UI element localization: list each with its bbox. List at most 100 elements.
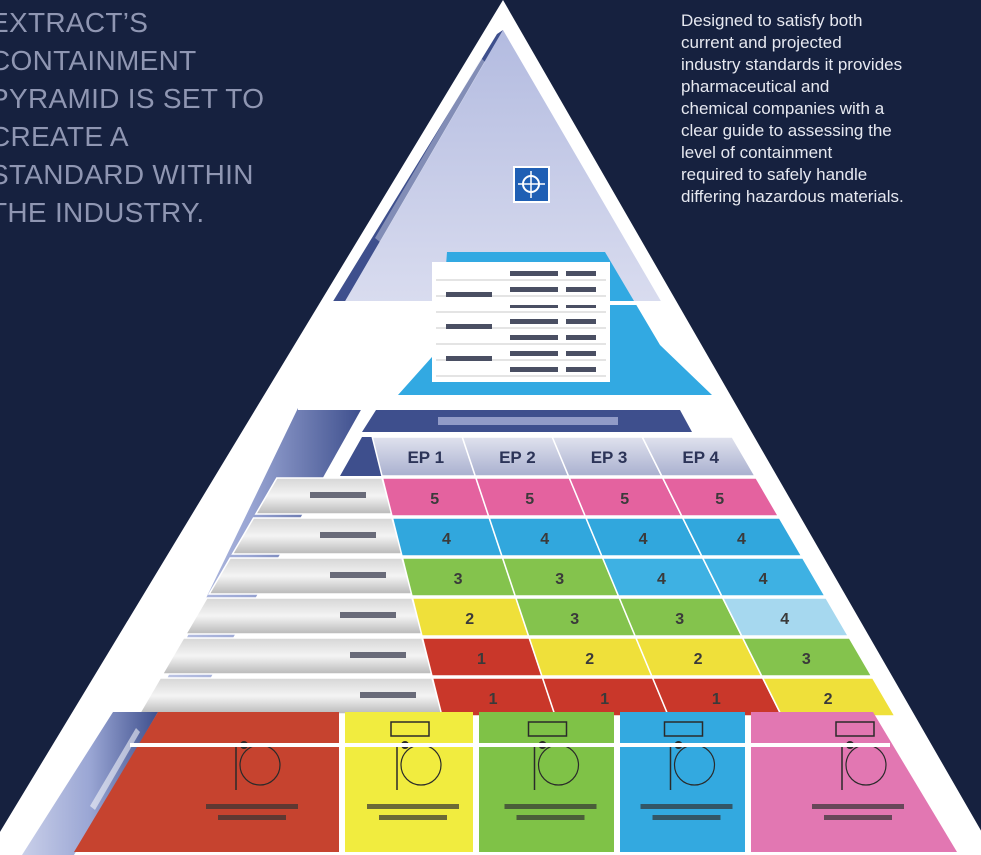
matrix-cell-value: 3 xyxy=(555,571,564,588)
matrix-cell-value: 3 xyxy=(570,611,579,628)
category-rows xyxy=(137,477,443,715)
strategy-caption xyxy=(504,804,597,809)
description-line: Designed to satisfy both xyxy=(681,11,863,30)
strategy-caption xyxy=(379,815,447,820)
hazard-table-text xyxy=(510,351,558,356)
hazard-table-text xyxy=(510,271,558,276)
policy-logo-icon xyxy=(513,166,550,203)
matrix-cell xyxy=(661,477,780,517)
matrix-cell-value: 2 xyxy=(465,611,474,628)
category-row-text xyxy=(360,692,416,698)
containment-strategies xyxy=(74,712,957,852)
matrix-cell-value: 4 xyxy=(639,531,648,548)
matrix-cell-value: 5 xyxy=(430,491,439,508)
matrix-cell-value: 4 xyxy=(540,531,549,548)
hazard-table-text xyxy=(566,303,596,308)
matrix-cell-value: 5 xyxy=(715,491,724,508)
category-row-text xyxy=(320,532,376,538)
category-row xyxy=(231,517,403,555)
hazard-table-text xyxy=(446,356,492,361)
strategy-caption xyxy=(812,804,904,809)
description-line: required to safely handle xyxy=(681,165,868,184)
headline-line: THE INDUSTRY. xyxy=(0,197,205,228)
hazard-table-text xyxy=(510,335,558,340)
category-row-text xyxy=(330,572,386,578)
matrix-cell-value: 4 xyxy=(737,531,746,548)
matrix-cell-value: 3 xyxy=(675,611,684,628)
category-band-text xyxy=(195,441,280,585)
matrix-cell-value: 1 xyxy=(489,691,498,708)
matrix-cell-value: 2 xyxy=(824,691,833,708)
headline-line: PYRAMID IS SET TO xyxy=(0,83,265,114)
description-line: level of containment xyxy=(681,143,833,162)
description-line: clear guide to assessing the xyxy=(681,121,892,140)
description-line: pharmaceutical and xyxy=(681,77,830,96)
hazard-table-text xyxy=(566,351,596,356)
strategy-panel xyxy=(345,712,473,852)
strategy-band-text xyxy=(90,728,140,810)
matrix-cell-value: 1 xyxy=(712,691,721,708)
matrix-cell xyxy=(761,677,897,717)
strategy-band xyxy=(22,712,158,855)
strategy-caption xyxy=(516,815,585,820)
headline-line: EXTRACT’S xyxy=(0,7,149,38)
matrix-cell-value: 4 xyxy=(780,611,789,628)
matrix-cell-value: 1 xyxy=(477,651,486,668)
strategy-caption xyxy=(367,804,459,809)
matrix-cell-value: 4 xyxy=(442,531,451,548)
hazard-table-text xyxy=(510,367,558,372)
hazard-table-text xyxy=(566,319,596,324)
strategy-panel xyxy=(479,712,614,852)
hazard-table-text xyxy=(510,287,558,292)
ep-header-cell xyxy=(641,436,757,477)
ep-headers: EP 1 EP 2 EP 3 EP 4 xyxy=(371,436,757,477)
hazard-table-text xyxy=(446,324,492,329)
description: Designed to satisfy both current and pro… xyxy=(681,10,981,208)
ep-header-label: EP 2 xyxy=(499,448,536,467)
matrix-cell-value: 2 xyxy=(694,651,703,668)
matrix-cell-value: 3 xyxy=(802,651,811,668)
matrix-banner-text xyxy=(438,417,618,425)
matrix-cell-value: 5 xyxy=(525,491,534,508)
band-label-cell xyxy=(340,437,382,476)
description-line: industry standards it provides xyxy=(681,55,903,74)
matrix-cell xyxy=(721,597,850,637)
matrix-cell xyxy=(681,517,803,557)
containment-matrix: 5 5 5 5 4 4 4 4 3 3 4 4 2 3 3 4 1 2 2 3 1 1 1 2 xyxy=(381,477,897,717)
description-line: differing hazardous materials. xyxy=(681,187,904,206)
strategy-caption xyxy=(206,804,298,809)
hazard-table-grid xyxy=(436,271,606,377)
hazard-table-text xyxy=(510,303,558,308)
matrix-cell-value: 4 xyxy=(657,571,666,588)
description-line: chemical companies with a xyxy=(681,99,885,118)
ep-header-label: EP 4 xyxy=(682,448,719,467)
strategy-panel xyxy=(620,712,745,852)
matrix-cell xyxy=(741,637,873,677)
hazard-table-text xyxy=(566,335,596,340)
description-line: current and projected xyxy=(681,33,842,52)
policy-section xyxy=(344,30,662,303)
category-row-text xyxy=(340,612,396,618)
strategy-caption xyxy=(824,815,892,820)
headline-line: CONTAINMENT xyxy=(0,45,197,76)
headline: EXTRACT’S CONTAINMENT PYRAMID IS SET TO … xyxy=(0,4,290,232)
matrix-cell-value: 4 xyxy=(759,571,768,588)
hazard-table-text xyxy=(566,367,596,372)
policy-band-text xyxy=(375,58,485,242)
matrix-cell-value: 3 xyxy=(454,571,463,588)
hazard-table-text xyxy=(566,271,596,276)
ep-header-label: EP 3 xyxy=(591,448,628,467)
ep-header-label: EP 1 xyxy=(407,448,444,467)
matrix-cell-value: 5 xyxy=(620,491,629,508)
policy-band xyxy=(332,30,503,303)
matrix-cell xyxy=(701,557,827,597)
matrix-cell-value: 2 xyxy=(585,651,594,668)
hazard-table-text xyxy=(566,287,596,292)
strategy-caption xyxy=(640,804,733,809)
hazard-table-text xyxy=(510,319,558,324)
hazard-table-text xyxy=(446,292,492,297)
matrix-cell-value: 1 xyxy=(600,691,609,708)
strategy-caption xyxy=(218,815,286,820)
category-row-text xyxy=(350,652,406,658)
